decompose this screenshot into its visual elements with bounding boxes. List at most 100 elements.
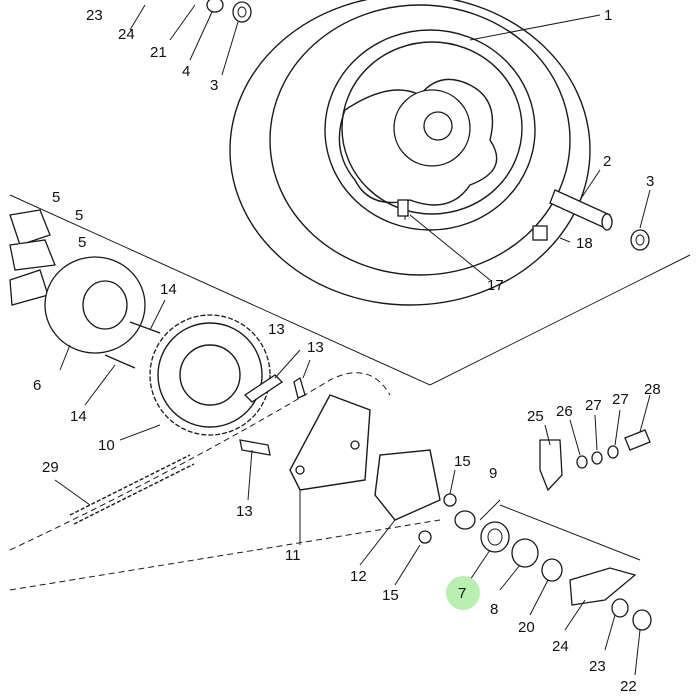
callout-24-top: 24 (118, 26, 135, 43)
lock-washers (239, 374, 306, 456)
callout-4: 4 (182, 63, 190, 80)
callout-27a: 27 (585, 397, 602, 414)
bearing-3 (232, 1, 252, 23)
chain-lower (73, 463, 195, 525)
callout-12: 12 (350, 568, 367, 585)
damper-5c (9, 269, 49, 306)
bearing-7-bore (487, 528, 503, 546)
chain-adjuster-24 (569, 567, 637, 606)
callout-25: 25 (527, 408, 544, 425)
callout-17: 17 (487, 277, 504, 294)
collar-20 (541, 558, 563, 582)
callout-14b: 14 (70, 408, 87, 425)
washer-27a (591, 451, 603, 465)
tire-outer (229, 0, 591, 306)
bearing-right-bore (635, 234, 645, 246)
seal-8 (511, 538, 539, 568)
sprocket-hub-bore (82, 280, 128, 330)
collar-9 (454, 510, 476, 530)
chain-guard (289, 394, 441, 521)
callout-29: 29 (42, 459, 59, 476)
callout-9: 9 (489, 465, 497, 482)
callout-7: 7 (458, 585, 466, 602)
callout-6: 6 (33, 377, 41, 394)
callout-2: 2 (603, 153, 611, 170)
bearing-right (630, 229, 650, 251)
callout-13b: 13 (307, 339, 324, 356)
callout-26: 26 (556, 403, 573, 420)
callout-28: 28 (644, 381, 661, 398)
stud-lower (104, 354, 136, 369)
rim-outer (324, 29, 536, 231)
callout-3-right: 3 (646, 173, 654, 190)
callout-15a: 15 (454, 453, 471, 470)
chain-guard-bracket (289, 394, 371, 491)
callout-5a: 5 (52, 189, 60, 206)
callout-10: 10 (98, 437, 115, 454)
sprocket-hub-assembly (9, 209, 161, 369)
frame-line-right (499, 504, 641, 561)
washer-27b (607, 445, 619, 459)
lock-washer-b (293, 376, 306, 399)
callout-20: 20 (518, 619, 535, 636)
callout-15b: 15 (382, 587, 399, 604)
callout-21: 21 (150, 44, 167, 61)
rear-wheel (229, 0, 591, 306)
washer-26 (576, 455, 588, 469)
washer-23 (611, 598, 629, 618)
callout-labels: 1 2 3 3 4 5 5 5 6 7 8 9 10 11 12 13 13 1… (33, 7, 661, 695)
nut-15b (418, 530, 432, 544)
frame-line-top (9, 194, 691, 386)
stud-upper (129, 321, 161, 334)
chain-guide-dashed-line (9, 372, 391, 551)
collar-4 (206, 0, 224, 13)
bracket-group (539, 429, 651, 492)
callout-13a: 13 (268, 321, 285, 338)
callout-18: 18 (576, 235, 593, 252)
callout-24-bottom: 24 (552, 638, 569, 655)
drive-chain (69, 454, 195, 525)
sprocket-center (179, 344, 241, 406)
callout-1: 1 (604, 7, 612, 24)
hub-bore (423, 111, 453, 141)
rim-inner (341, 41, 523, 215)
lock-washer-a (243, 374, 284, 403)
top-left-parts (206, 0, 252, 23)
chain-upper (69, 454, 191, 516)
axle-parts (397, 189, 650, 251)
callout-5b: 5 (75, 207, 83, 224)
callout-11: 11 (285, 547, 301, 564)
lock-washer-c (239, 439, 271, 456)
callout-23-top: 23 (86, 7, 103, 24)
damper-5b (9, 239, 56, 271)
callout-5c: 5 (78, 234, 86, 251)
tire-inner (269, 4, 571, 276)
bracket-hole (350, 440, 360, 450)
bearing-7 (480, 521, 510, 553)
callout-27b: 27 (612, 391, 629, 408)
damper-5a (9, 209, 51, 246)
valve-part (397, 199, 409, 217)
callout-3-top: 3 (210, 77, 218, 94)
axle-spacer-end (601, 213, 613, 231)
chain-guard-plate (374, 449, 441, 521)
bearing-3-bore (237, 6, 247, 18)
collar-28 (624, 429, 651, 451)
axle-centerline (9, 519, 441, 591)
callout-14a: 14 (160, 281, 177, 298)
highlight-marker (446, 576, 480, 610)
callout-13c: 13 (236, 503, 253, 520)
reference-lines (9, 194, 691, 591)
nut-15a (443, 493, 457, 507)
rear-sprocket (149, 314, 271, 436)
leader-lines (54, 4, 651, 676)
sprocket-teeth (149, 314, 271, 436)
callout-23-bottom: 23 (589, 658, 606, 675)
clip-part (532, 225, 548, 241)
axle-spacer (549, 189, 611, 229)
bracket-hole-2 (295, 465, 305, 475)
sprocket-body (157, 322, 263, 428)
callout-8: 8 (490, 601, 498, 618)
